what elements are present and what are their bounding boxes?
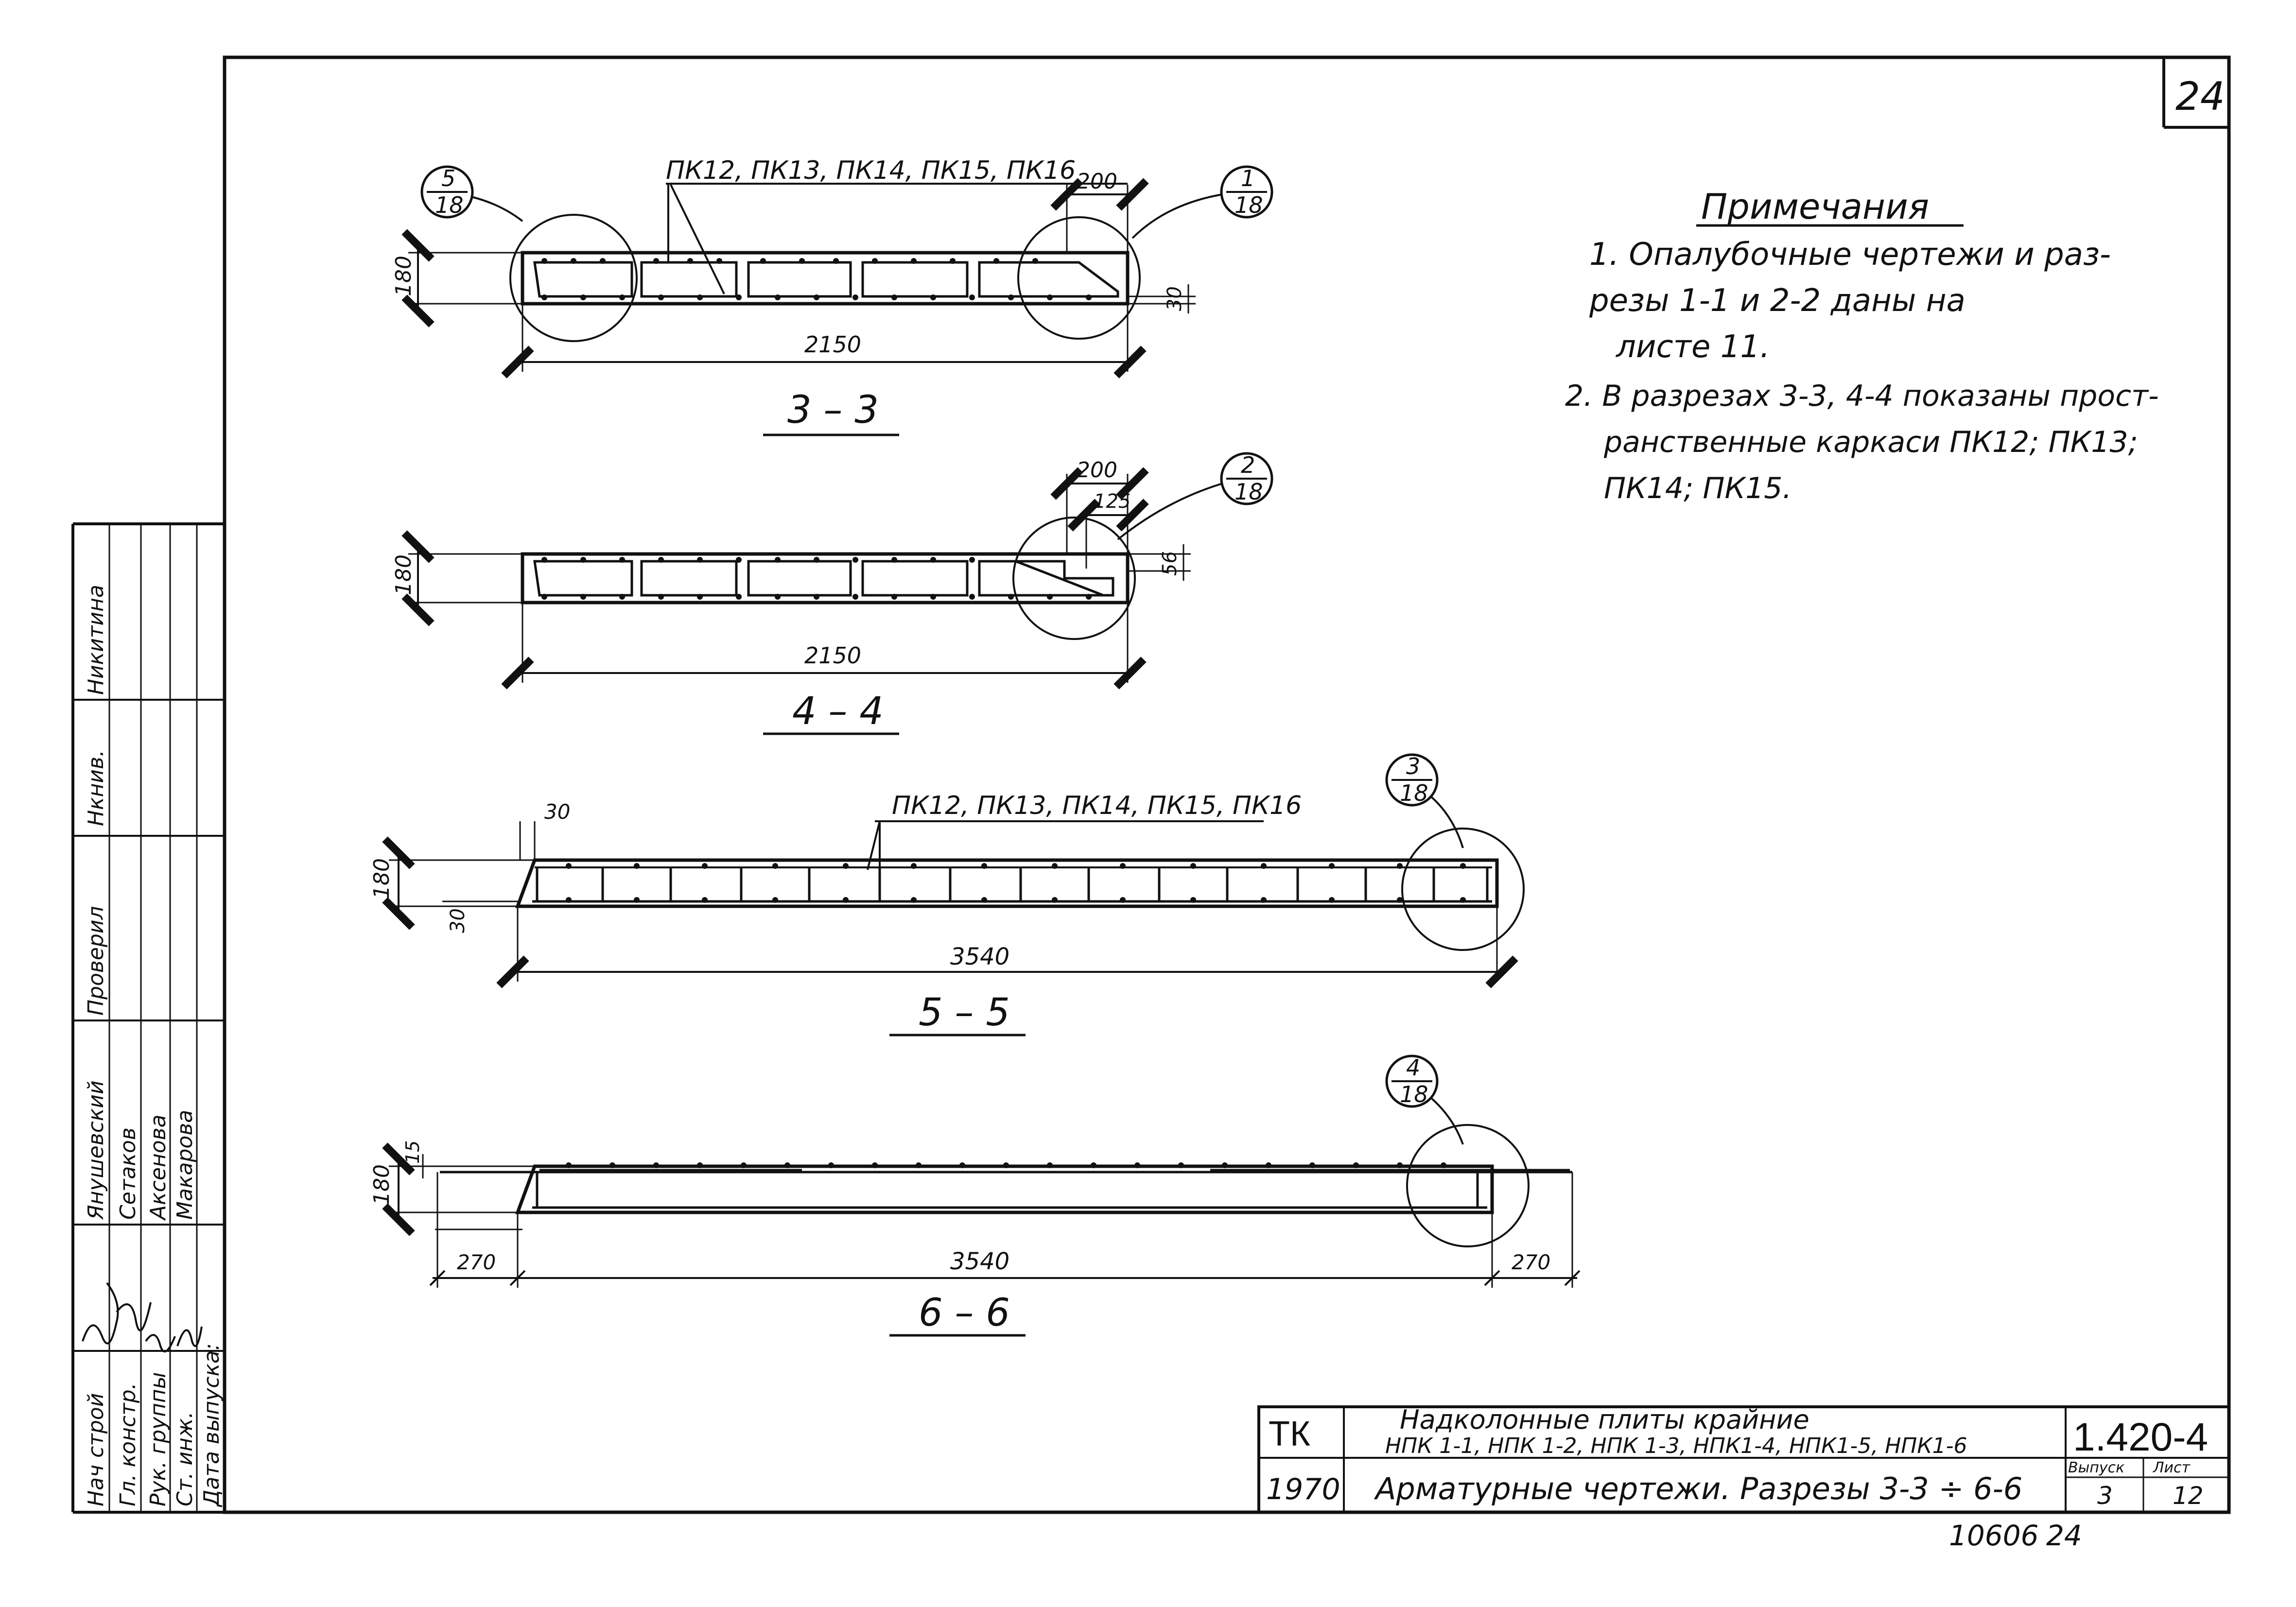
section-title: 6 – 6 <box>919 1291 1010 1335</box>
dim-end-offset: 200 <box>1077 169 1117 194</box>
stirrups <box>536 867 1489 901</box>
section-title: 5 – 5 <box>919 991 1010 1035</box>
note-line-5: ранственные каркаси ПК12; ПК13; <box>1603 425 2138 459</box>
stamp-checker: Никитина <box>84 585 108 695</box>
tb-sheet-label: Лист <box>2153 1459 2191 1476</box>
callout-5-18: 5 18 <box>420 165 523 222</box>
svg-text:2: 2 <box>1241 452 1255 478</box>
dim-right-ext: 270 <box>1512 1250 1550 1274</box>
rebar-dots <box>541 557 1092 600</box>
stamp-name-1: Янушевский <box>84 1080 108 1220</box>
svg-text:18: 18 <box>1400 1081 1428 1107</box>
detail-circle-3 <box>1401 828 1525 951</box>
section-title: 4 – 4 <box>792 690 884 733</box>
svg-text:18: 18 <box>1235 479 1263 505</box>
side-stamp: Нач строй Гл. констр. Рук. группы Ст. ин… <box>71 522 225 1514</box>
title-block: ТК 1970 Надколонные плиты крайние НПК 1-… <box>1257 1404 2230 1514</box>
note-line-1: 1. Опалубочные чертежи и раз- <box>1589 237 2111 273</box>
stamp-role-3: Рук. группы <box>146 1372 171 1506</box>
stamp-checker-sign: Нкнив. <box>84 750 108 826</box>
dim-height: 180 <box>369 858 394 899</box>
section-5-5: ПК12, ПК13, ПК14, ПК15, ПК16 180 30 30 3… <box>369 753 1525 1037</box>
stamp-name-3: Аксенова <box>146 1114 171 1221</box>
dim-length: 3540 <box>950 1248 1009 1275</box>
dim-height: 180 <box>391 554 416 595</box>
stamp-role-1: Нач строй <box>84 1393 108 1506</box>
section-3-3: ПК12, ПК13, ПК14, ПК15, ПК16 180 2150 20… <box>391 156 1273 436</box>
frames-label: ПК12, ПК13, ПК14, ПК15, ПК16 <box>666 156 1076 185</box>
note-line-2: резы 1-1 и 2-2 даны на <box>1589 283 1966 319</box>
footer-page: 24 <box>2046 1519 2082 1552</box>
svg-text:18: 18 <box>1235 192 1263 218</box>
stamp-name-2: Сетаков <box>116 1127 140 1220</box>
tb-subtitle: Арматурные чертежи. Разрезы 3-3 ÷ 6-6 <box>1374 1471 2022 1506</box>
svg-text:18: 18 <box>1400 780 1428 806</box>
stamp-role-2: Гл. констр. <box>116 1382 140 1506</box>
rebar-dots <box>566 1162 1446 1168</box>
tb-issue: 3 <box>2097 1482 2113 1510</box>
stamp-checked-label: Проверил <box>84 906 108 1016</box>
svg-text:5: 5 <box>441 165 455 191</box>
callout-3-18: 3 18 <box>1385 753 1464 848</box>
note-line-6: ПК14; ПК15. <box>1604 471 1792 505</box>
signatures <box>82 1282 203 1353</box>
tb-issue-label: Выпуск <box>2068 1459 2124 1476</box>
section-title: 3 – 3 <box>787 388 879 432</box>
dim-top-offset: 15 <box>402 1140 423 1164</box>
frame-cells <box>533 560 1114 597</box>
slab-outline <box>521 251 1130 306</box>
sheet-number: 24 <box>2175 74 2225 119</box>
detail-circle-4 <box>1406 1124 1530 1247</box>
section-6-6: 180 15 270 3540 270 4 18 6 – 6 <box>369 1054 1581 1337</box>
tb-title-1: Надколонные плиты крайние <box>1400 1404 1809 1435</box>
slab-outline <box>521 552 1130 605</box>
callout-1-18: 1 18 <box>1131 165 1273 239</box>
frame-cells <box>533 261 1119 298</box>
tb-code: ТК <box>1269 1415 1310 1453</box>
dim-left-ext: 270 <box>457 1250 496 1274</box>
callout-4-18: 4 18 <box>1385 1054 1464 1145</box>
dim-cover-bottom: 30 <box>447 908 469 933</box>
note-line-3: листе 11. <box>1615 329 1770 365</box>
sheet-number-box: 24 <box>2162 58 2229 129</box>
dim-height: 180 <box>369 1164 394 1205</box>
dim-cover: 30 <box>1164 286 1186 311</box>
dim-inner-offset: 125 <box>1094 490 1131 513</box>
rebar-dots <box>566 863 1466 903</box>
dim-length: 3540 <box>950 943 1009 970</box>
frames-label: ПК12, ПК13, ПК14, ПК15, ПК16 <box>892 791 1302 820</box>
tb-sheet: 12 <box>2173 1482 2204 1510</box>
tb-title-2: НПК 1-1, НПК 1-2, НПК 1-3, НПК1-4, НПК1-… <box>1385 1434 1967 1458</box>
detail-circle-2 <box>1012 517 1136 640</box>
notes-title: Примечания <box>1701 186 1929 227</box>
rebar-dots <box>541 258 1092 300</box>
dim-end-offset: 200 <box>1077 458 1117 483</box>
dim-height: 180 <box>391 256 416 296</box>
notes: Примечания 1. Опалубочные чертежи и раз-… <box>1565 186 2159 505</box>
detail-circle-1 <box>1017 216 1141 340</box>
section-4-4: 180 2150 200 125 56 2 18 4 – 4 <box>391 452 1273 735</box>
stamp-date-label: Дата выпуска: <box>199 1343 224 1507</box>
dim-cover-top: 30 <box>544 800 570 824</box>
stamp-role-4: Ст. инж. <box>173 1412 197 1506</box>
svg-text:4: 4 <box>1406 1054 1420 1081</box>
dim-length: 2150 <box>804 331 861 358</box>
note-line-4: 2. В разрезах 3-3, 4-4 показаны прост- <box>1565 379 2159 413</box>
svg-text:1: 1 <box>1241 165 1255 191</box>
detail-circle-5 <box>509 214 638 342</box>
sheet-frame <box>223 55 2231 1514</box>
inventory-number: 10606 <box>1949 1519 2039 1552</box>
dim-cover: 56 <box>1159 551 1181 576</box>
tb-year: 1970 <box>1266 1472 1340 1506</box>
stamp-name-4: Макарова <box>173 1110 197 1220</box>
svg-text:18: 18 <box>435 192 464 218</box>
tb-series: 1.420-4 <box>2073 1415 2208 1459</box>
callout-2-18: 2 18 <box>1117 452 1273 540</box>
dim-length: 2150 <box>804 642 861 669</box>
svg-text:3: 3 <box>1406 753 1420 779</box>
